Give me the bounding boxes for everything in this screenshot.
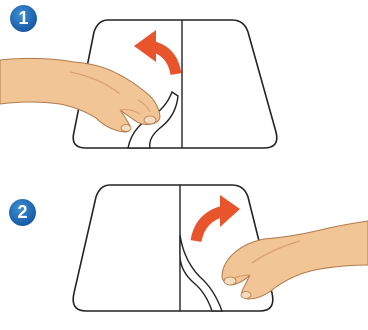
- step-1-panel: 1: [0, 0, 368, 165]
- step-1-illustration: [0, 0, 368, 165]
- step-2-panel: 2: [0, 165, 368, 329]
- step-2-illustration: [0, 165, 368, 330]
